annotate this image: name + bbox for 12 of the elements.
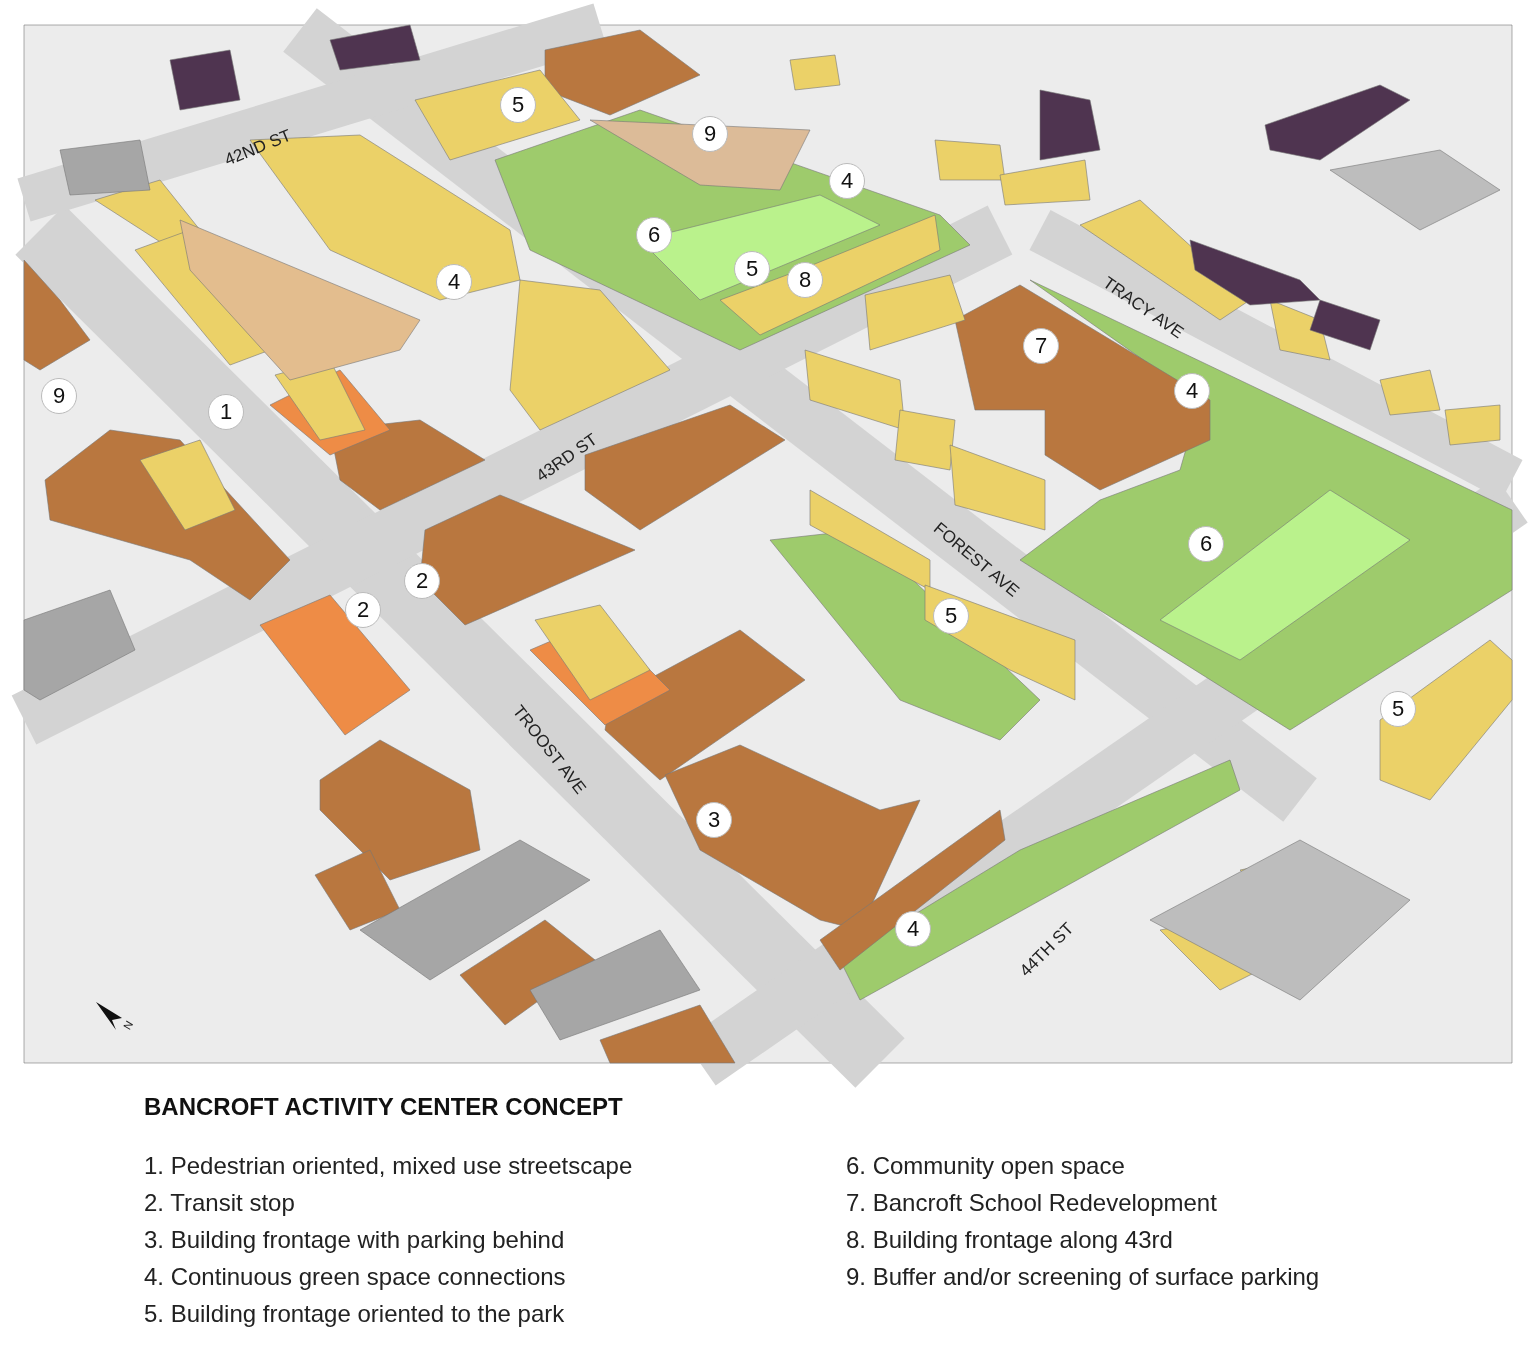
legend-item: 9. Buffer and/or screening of surface parking [846,1263,1320,1291]
legend-item: 1. Pedestrian oriented, mixed use streetscape [144,1152,633,1180]
legend-item: 8. Building frontage along 43rd [846,1226,1173,1254]
street-label: 42ND ST [221,125,295,171]
legend-item: 4. Continuous green space connections [144,1263,566,1291]
title: BANCROFT ACTIVITY CENTER CONCEPT [144,1093,623,1121]
legend-item: 2. Transit stop [144,1189,295,1217]
legend-item: 6. Community open space [846,1152,1125,1180]
legend-item: 7. Bancroft School Redevelopment [846,1189,1217,1217]
legend-item: 3. Building frontage with parking behind [144,1226,565,1254]
north-label: N [120,1018,136,1032]
legend-item: 5. Building frontage oriented to the park [144,1300,565,1328]
